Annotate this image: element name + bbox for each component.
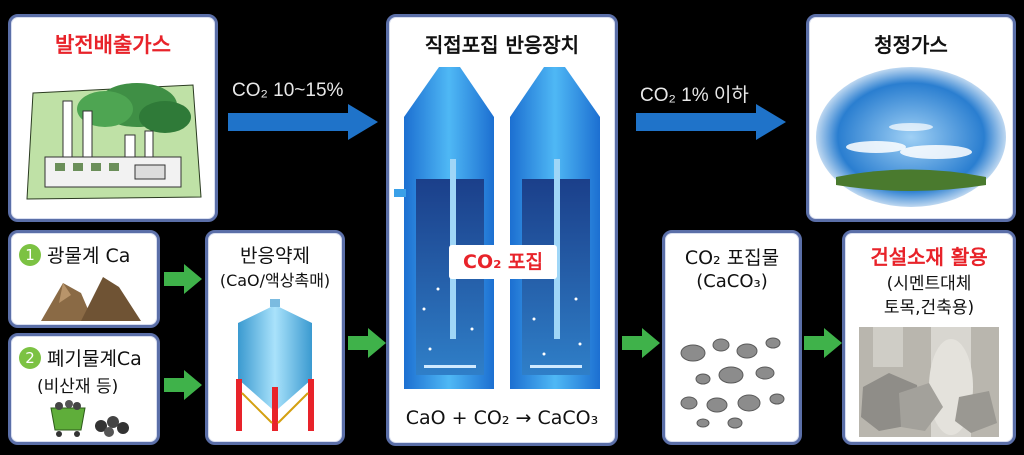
blue-arrow-out xyxy=(636,104,786,140)
green-arrow-to-reactor xyxy=(348,328,386,358)
source2-number-badge: 2 xyxy=(19,347,41,369)
reactor-title: 직접포집 반응장치 xyxy=(424,33,580,57)
utilization-sub2: 토목,건축용) xyxy=(883,298,975,318)
source1-label: 광물계 Ca xyxy=(47,245,131,267)
reactor-box: 직접포집 반응장치 CO₂ 포집 CaO + CO₂ → CaCO₃ xyxy=(386,14,618,446)
green-arrow-to-product xyxy=(622,328,660,358)
source1-number-badge: 1 xyxy=(19,244,41,266)
green-arrow-to-utilization xyxy=(804,328,842,358)
arrow-out-label: CO₂ 1% 이하 xyxy=(640,85,749,106)
utilization-box: 건설소재 활용 (시멘트대체 토목,건축용) xyxy=(842,230,1016,445)
clean-gas-box: 청정가스 xyxy=(806,14,1016,222)
utilization-title: 건설소재 활용 xyxy=(870,245,988,269)
capture-label-box: CO₂ 포집 xyxy=(449,245,557,279)
reactor-towers-illustration xyxy=(394,67,600,389)
flue-gas-box: 발전배출가스 xyxy=(8,14,218,222)
construction-material-photo xyxy=(859,327,999,437)
reagent-title: 반응약제 xyxy=(240,245,310,267)
mineral-rocks-icon xyxy=(41,277,141,321)
reagent-tank-illustration xyxy=(236,299,314,431)
sky-illustration xyxy=(816,67,1006,207)
source2-box: 2 폐기물계Ca (비산재 등) xyxy=(8,333,160,445)
waste-cart-icon xyxy=(50,400,129,437)
clean-gas-title: 청정가스 xyxy=(874,33,948,57)
reagent-sub: (CaO/액상촉매) xyxy=(219,271,331,290)
blue-arrow-in xyxy=(228,104,378,140)
source2-label: 폐기물계Ca xyxy=(47,348,142,370)
power-plant-illustration xyxy=(26,83,202,200)
product-title: CO₂ 포집물 xyxy=(684,247,780,269)
green-arrow-source2 xyxy=(164,370,202,400)
source1-box: 1 광물계 Ca xyxy=(8,230,160,328)
caco3-pellets-illustration xyxy=(680,337,785,429)
source2-sub: (비산재 등) xyxy=(37,377,119,397)
source1-label-row: 1 광물계 Ca xyxy=(19,241,130,268)
green-arrow-source1 xyxy=(164,264,202,294)
flue-gas-title: 발전배출가스 xyxy=(55,33,171,57)
utilization-sub1: (시멘트대체 xyxy=(886,274,972,294)
source2-label-row: 2 폐기물계Ca xyxy=(19,344,142,371)
arrow-in-label: CO₂ 10~15% xyxy=(232,80,344,101)
product-sub: (CaCO₃) xyxy=(696,271,768,292)
capture-label: CO₂ 포집 xyxy=(463,251,543,273)
reagent-box: 반응약제 (CaO/액상촉매) xyxy=(205,230,345,445)
product-box: CO₂ 포집물 (CaCO₃) xyxy=(662,230,802,445)
reaction-equation: CaO + CO₂ → CaCO₃ xyxy=(405,407,599,429)
